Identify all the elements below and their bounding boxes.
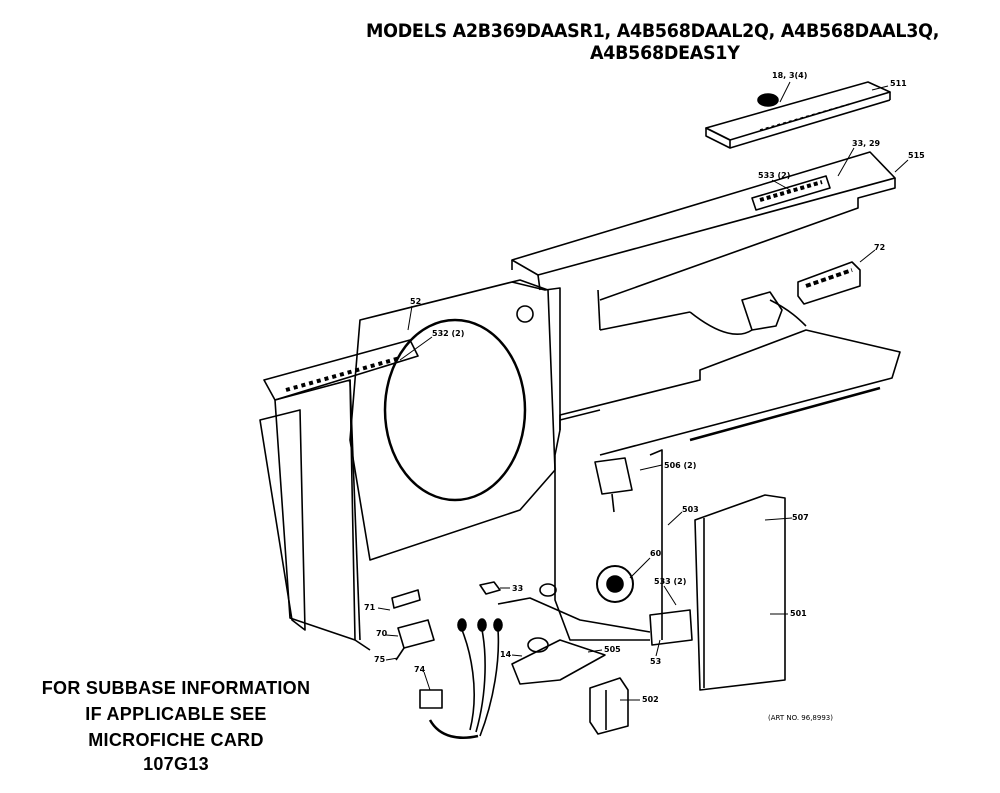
callout-505: 505 (604, 645, 621, 654)
subbase-note-line2: IF APPLICABLE SEE (85, 704, 267, 724)
callout-33-29: 33, 29 (852, 139, 881, 148)
callout-70: 70 (376, 629, 388, 638)
models-title-line2: A4B568DEAS1Y (590, 42, 740, 64)
knob (757, 93, 779, 107)
callout-14: 14 (500, 650, 512, 659)
power-cord (419, 618, 503, 739)
access-cover (694, 494, 786, 691)
right-wall (649, 449, 663, 640)
fan-shroud-panel (349, 279, 556, 561)
motor (596, 565, 634, 603)
mounting-bracket (589, 677, 629, 735)
callout-60: 60 (650, 549, 662, 558)
callout-533-2-lower: 533 (2) (654, 577, 686, 586)
callout-511: 511 (890, 79, 907, 88)
callout-74: 74 (414, 665, 426, 674)
callout-503: 503 (682, 505, 699, 514)
resistor (391, 589, 421, 609)
art-number: (ART NO. 96,8993) (768, 714, 833, 722)
control-plate (705, 81, 891, 149)
capacitor-small (395, 619, 435, 661)
top-shelf-panel (511, 151, 896, 331)
clip-33 (479, 581, 501, 595)
callout-72: 72 (874, 243, 885, 252)
callout-71: 71 (364, 603, 376, 612)
subbase-note-line3: MICROFICHE CARD (88, 730, 264, 750)
callout-53: 53 (650, 657, 661, 666)
callout-507: 507 (792, 513, 809, 522)
relay-block (797, 261, 861, 305)
callout-top-knob: 18, 3(4) (772, 71, 807, 80)
models-title-line1: MODELS A2B369DAASR1, A4B568DAAL2Q, A4B56… (366, 20, 940, 42)
base-pan (559, 329, 901, 456)
partition-panel (511, 281, 650, 641)
subbase-note-line4: 107G13 (143, 754, 209, 774)
callout-533-2: 533 (2) (758, 171, 790, 180)
callout-33: 33 (512, 584, 523, 593)
callout-506-2: 506 (2) (664, 461, 696, 470)
terminal-block (751, 175, 831, 211)
lower-pan (497, 583, 651, 633)
bracket (649, 609, 693, 646)
bottom-plate (511, 637, 606, 685)
callout-502: 502 (642, 695, 659, 704)
leader-lines (377, 81, 909, 701)
callout-75: 75 (374, 655, 386, 664)
left-side-panel (259, 339, 419, 651)
callout-52: 52 (410, 297, 421, 306)
callout-515: 515 (908, 151, 925, 160)
subbase-note-line1: FOR SUBBASE INFORMATION (41, 678, 311, 698)
callout-501: 501 (790, 609, 807, 618)
relay-component (594, 457, 633, 513)
thermostat-switch (689, 291, 807, 336)
callout-532-2: 532 (2) (432, 329, 464, 338)
